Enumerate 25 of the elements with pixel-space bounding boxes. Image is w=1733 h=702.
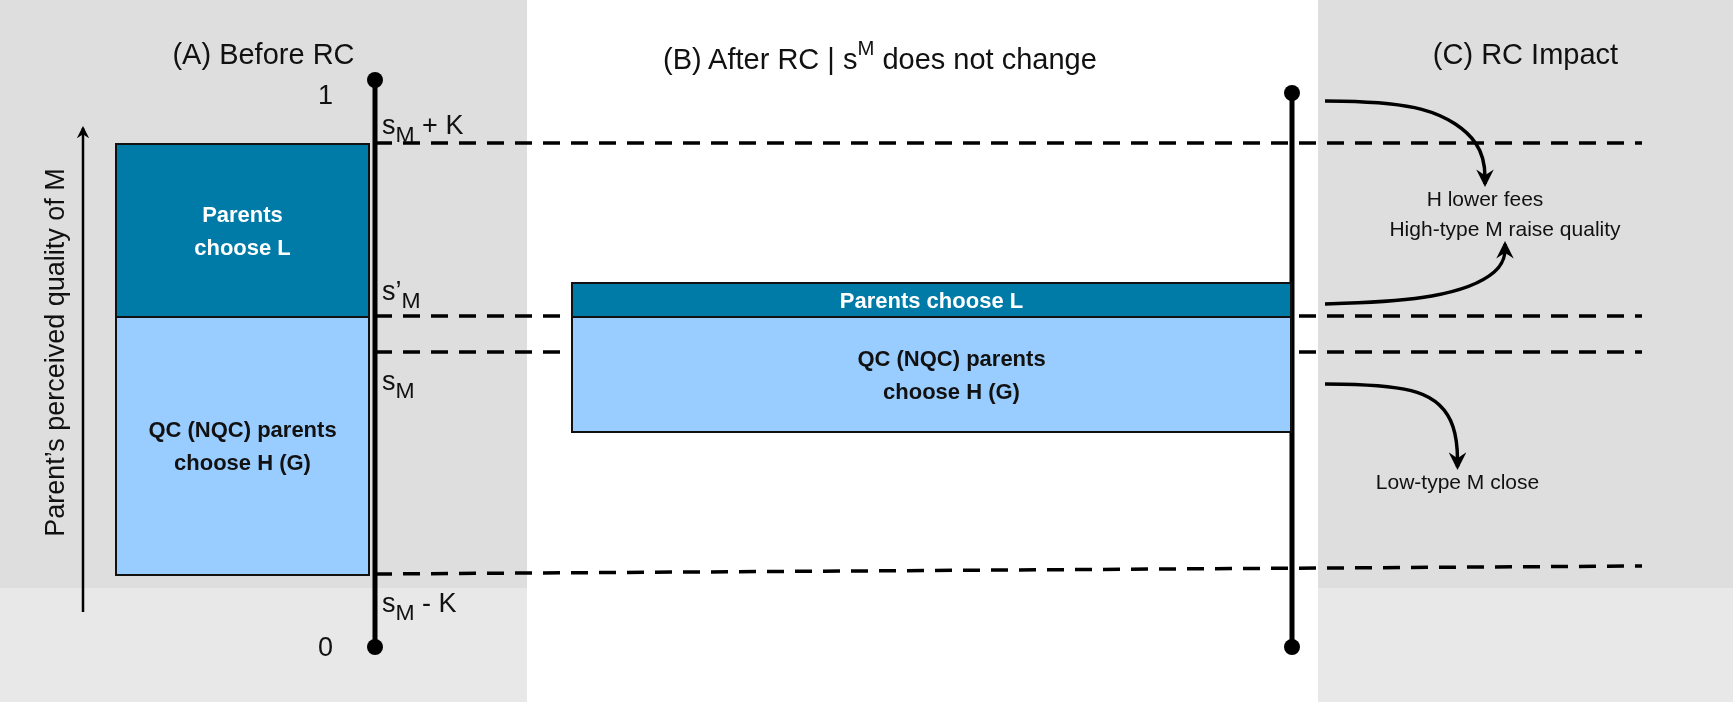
axis-title: Parent’s perceived quality of M [41,167,69,537]
scale-label: s$_{M}$ - K [382,590,457,624]
region-label: Parents choose L [839,286,1024,315]
curved-arrow [1324,99,1494,187]
panel-heading: (B) After RC | s$^{M}$ does not change [663,38,1097,75]
curved-arrow [1324,241,1514,306]
scale-label: s’$_{M}$ [382,278,421,312]
region-label: Parents choose L [193,200,292,262]
annotation-text: Low-type M close [1370,468,1545,496]
annotation-text: High-type M raise quality [1350,215,1660,243]
scale-label: s$_{M}$ [382,368,415,402]
scale-label: 0 [318,634,334,661]
region-box [115,316,370,576]
scale-label: s$_{M}$ + K [382,112,464,146]
region-label: QC (NQC) parents choose H (G) [856,344,1047,406]
curved-arrow [1324,382,1467,470]
panel-heading: (C) RC Impact [1431,38,1620,71]
scale-label: 1 [318,82,334,109]
panel-background [1318,0,1733,702]
annotation-text: H lower fees [1415,185,1555,213]
region-box [571,316,1292,433]
region-label: QC (NQC) parents choose H (G) [147,416,338,477]
region-box [115,143,370,318]
panel-heading: (A) Before RC [171,38,356,71]
panel-background [0,0,527,702]
